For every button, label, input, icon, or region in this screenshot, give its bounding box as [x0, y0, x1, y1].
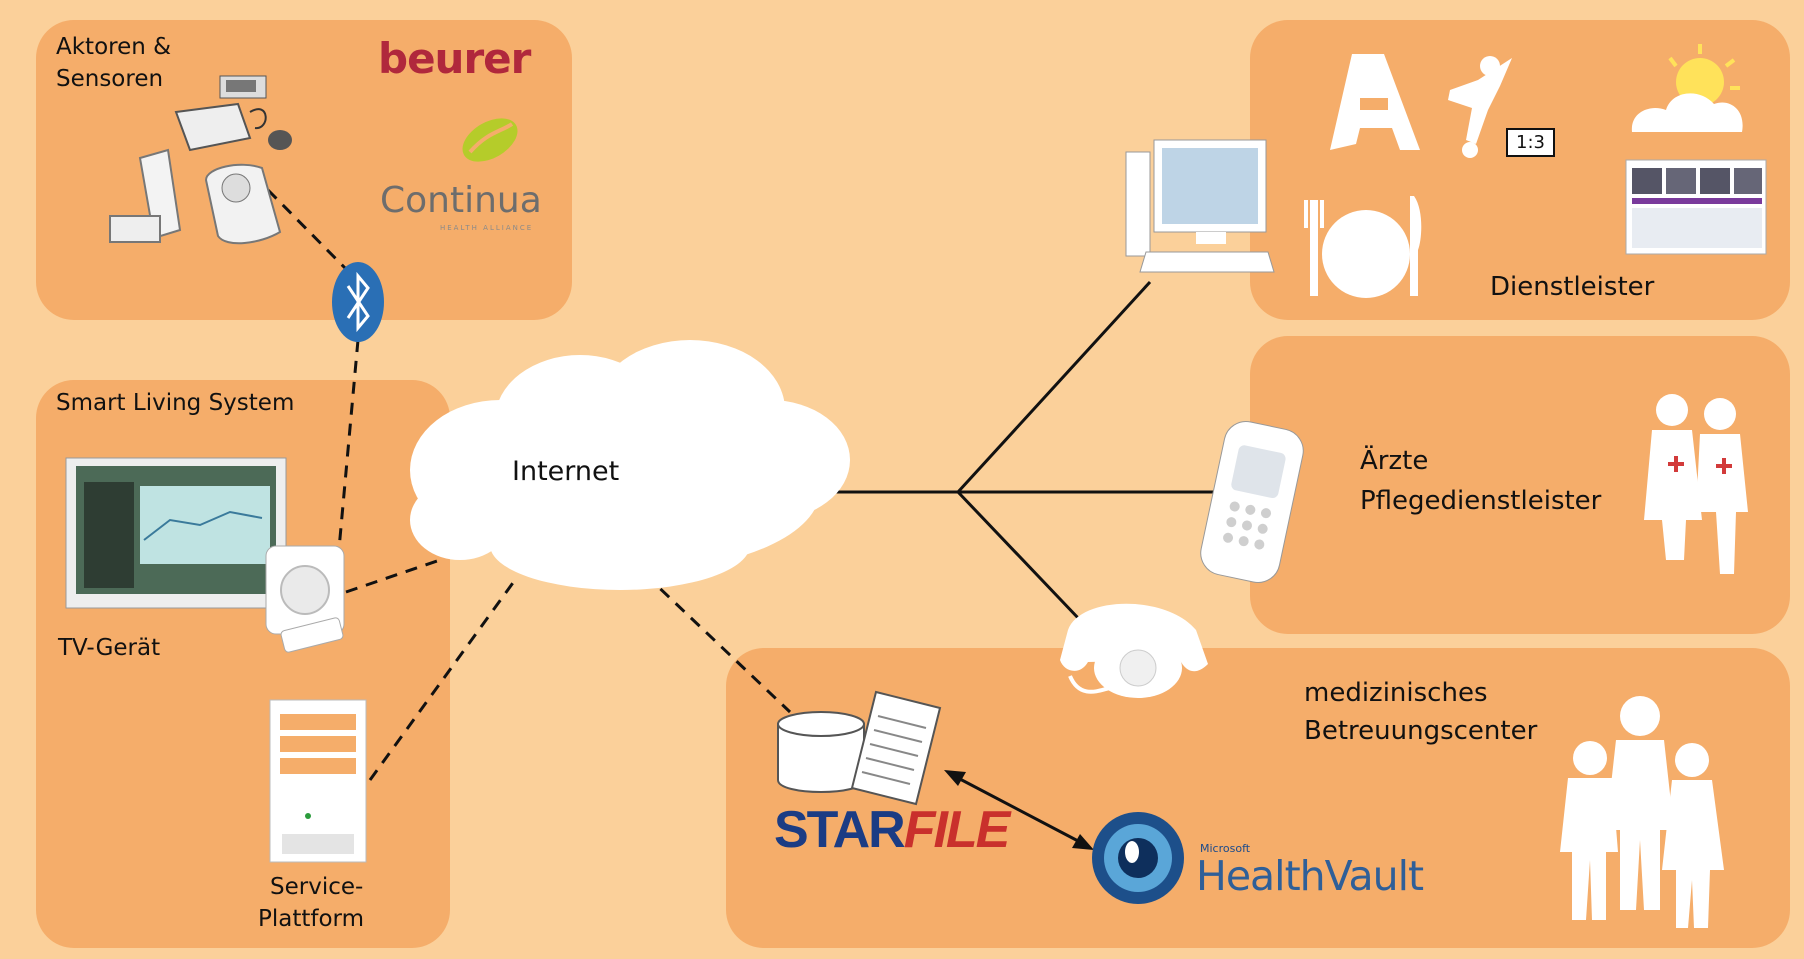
document-icon	[850, 690, 942, 806]
bluetooth-icon	[332, 262, 384, 342]
smart-living-label: Smart Living System	[56, 390, 295, 416]
service-label-2: Plattform	[258, 906, 365, 932]
doctors-label-2: Pflegedienstleister	[1360, 486, 1602, 516]
blood-pressure-monitor-icon	[174, 75, 292, 152]
healthvault-logo-icon	[1092, 812, 1184, 904]
link-hub-computer	[956, 280, 1152, 494]
link-sensors-bluetooth	[266, 188, 347, 270]
medical-center-label-2: Betreuungscenter	[1304, 716, 1538, 746]
actors-sensors-label-2: Sensoren	[56, 66, 164, 92]
service-label-1: Service-	[270, 874, 364, 900]
soccer-player-icon	[1448, 56, 1512, 158]
link-hub-telephone	[956, 490, 1082, 622]
healthvault-logo-text: HealthVault	[1196, 852, 1424, 900]
beurer-logo: beurer	[378, 34, 531, 83]
weather-icon	[1631, 44, 1743, 132]
doctors-label-1: Ärzte	[1360, 446, 1429, 476]
continua-logo-text: Continua	[380, 180, 542, 221]
pharmacy-icon	[1330, 54, 1420, 150]
score-badge: 1:3	[1506, 128, 1555, 157]
plate-cutlery-icon	[1304, 196, 1422, 298]
cloud-icon	[410, 340, 850, 590]
healthvault-microsoft-label: Microsoft	[1200, 842, 1251, 855]
newspaper-icon	[1625, 159, 1767, 255]
arrow-starfile-healthvault	[944, 770, 1094, 850]
panel-actors-sensors	[36, 20, 572, 320]
gateway-box-icon	[265, 545, 345, 653]
medical-center-label-1: medizinisches	[1304, 678, 1488, 708]
starfile-logo: STARFILE	[774, 800, 1011, 860]
continua-logo-icon	[462, 118, 518, 162]
scale-icon	[204, 163, 282, 245]
family-icon	[1560, 696, 1724, 928]
providers-label: Dienstleister	[1490, 272, 1655, 302]
link-gateway-cloud	[345, 558, 441, 594]
tv-screen-icon	[65, 457, 287, 609]
link-bluetooth-gateway	[336, 339, 360, 561]
telephone-icon	[1060, 603, 1208, 698]
internet-label: Internet	[512, 456, 620, 487]
actors-sensors-label-1: Aktoren &	[56, 34, 172, 60]
link-cloud-starfile	[628, 558, 792, 714]
link-server-cloud	[368, 579, 517, 781]
inhaler-icon	[109, 148, 182, 243]
mobile-phone-icon	[1200, 420, 1304, 584]
continua-logo-subtitle: HEALTH ALLIANCE	[440, 224, 534, 232]
starfile-logo-star: STAR	[774, 801, 906, 859]
database-icon	[777, 711, 865, 793]
starfile-logo-file: FILE	[903, 801, 1011, 859]
computer-icon	[1125, 139, 1275, 273]
server-icon	[269, 699, 367, 863]
tv-label: TV-Gerät	[58, 635, 161, 661]
doctor-nurse-icon	[1644, 394, 1748, 574]
